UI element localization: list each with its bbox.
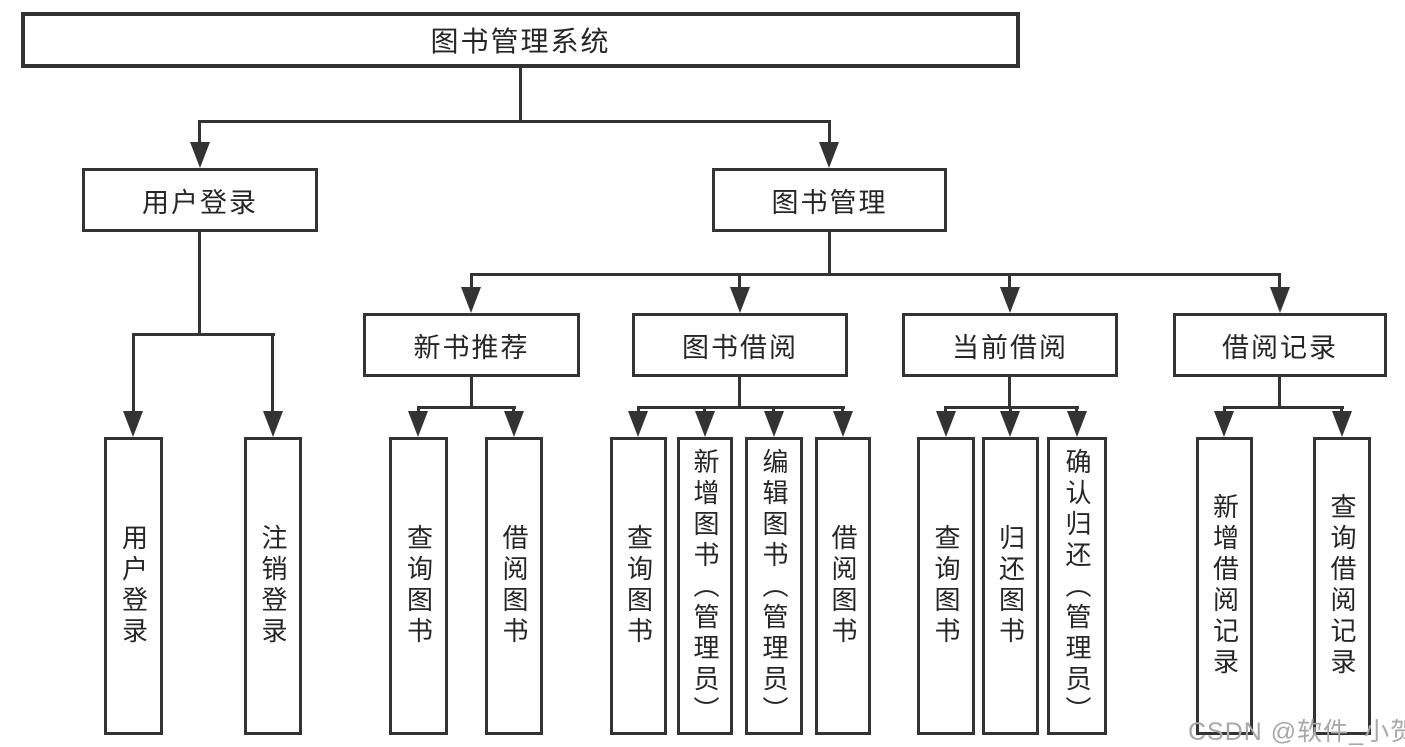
node-user-login: 用户登录 xyxy=(82,168,318,232)
arrow-down-icon xyxy=(1000,287,1020,313)
node-bb-add-books-admin: 新增图书（管理员） xyxy=(677,437,733,735)
arrow-down-icon xyxy=(1332,411,1352,437)
connector-line xyxy=(417,406,516,409)
arrow-down-icon xyxy=(695,411,715,437)
arrow-down-icon xyxy=(819,142,839,168)
arrow-down-icon xyxy=(628,411,648,437)
connector-root-stub xyxy=(519,66,522,123)
node-nb-borrow-books: 借阅图书 xyxy=(485,437,543,735)
arrow-down-icon xyxy=(730,287,750,313)
connector-line xyxy=(703,406,706,415)
connector-line xyxy=(637,406,640,415)
arrow-down-icon xyxy=(833,411,853,437)
connector-line xyxy=(1075,406,1078,415)
node-book-borrowing: 图书借阅 xyxy=(632,313,848,377)
node-bb-query-books: 查询图书 xyxy=(610,437,667,735)
arrow-down-icon xyxy=(504,411,524,437)
connector-line xyxy=(828,120,831,148)
arrow-down-icon xyxy=(263,411,283,437)
node-bb-edit-books-admin: 编辑图书（管理员） xyxy=(745,437,803,735)
connector-line xyxy=(198,120,201,148)
node-cb-query-books: 查询图书 xyxy=(917,437,975,735)
arrow-down-icon xyxy=(461,287,481,313)
connector-root-rail xyxy=(199,120,831,123)
node-new-book-recommendation: 新书推荐 xyxy=(363,313,580,377)
node-bb-borrow-books: 借阅图书 xyxy=(815,437,871,735)
connector-line xyxy=(944,406,947,415)
arrow-down-icon xyxy=(1214,411,1234,437)
connector-user-login-stub xyxy=(198,230,201,336)
connector-line xyxy=(470,273,473,291)
connector-line xyxy=(1223,406,1226,415)
node-user-login-action: 用户登录 xyxy=(104,437,163,735)
node-logout: 注销登录 xyxy=(244,437,302,735)
watermark: CSDN @软件_小贺同学 xyxy=(1188,718,1405,746)
connector-line xyxy=(637,406,845,409)
node-br-add-borrow-record: 新增借阅记录 xyxy=(1196,437,1253,735)
connector-line xyxy=(1340,406,1343,415)
node-book-management: 图书管理 xyxy=(712,168,947,232)
connector-line xyxy=(470,375,473,409)
node-current-borrowing: 当前借阅 xyxy=(902,313,1118,377)
arrow-down-icon xyxy=(190,142,210,168)
connector-line xyxy=(417,406,420,415)
node-nb-query-books: 查询图书 xyxy=(389,437,448,735)
node-library-management-system: 图书管理系统 xyxy=(21,12,1020,68)
connector-line xyxy=(1009,406,1012,415)
connector-line xyxy=(1008,375,1011,409)
connector-user-login-rail xyxy=(132,333,275,336)
node-cb-return-books: 归还图书 xyxy=(982,437,1039,735)
connector-book-mgmt-rail xyxy=(470,273,1281,276)
connector-line xyxy=(1008,273,1011,291)
node-borrowing-records: 借阅记录 xyxy=(1173,313,1387,377)
connector-line xyxy=(1278,273,1281,291)
connector-line xyxy=(1278,375,1281,409)
connector-line xyxy=(738,273,741,291)
connector-line xyxy=(271,333,274,415)
connector-line xyxy=(772,406,775,415)
connector-line xyxy=(841,406,844,415)
arrow-down-icon xyxy=(408,411,428,437)
connector-line xyxy=(132,333,135,415)
connector-line xyxy=(1223,406,1344,409)
arrow-down-icon xyxy=(1067,411,1087,437)
connector-line xyxy=(738,375,741,409)
arrow-down-icon xyxy=(1270,287,1290,313)
node-cb-confirm-return-admin: 确认归还（管理员） xyxy=(1047,437,1107,735)
connector-line xyxy=(512,406,515,415)
arrow-down-icon xyxy=(123,411,143,437)
arrow-down-icon xyxy=(764,411,784,437)
arrow-down-icon xyxy=(936,411,956,437)
node-br-query-borrow-record: 查询借阅记录 xyxy=(1313,437,1371,735)
arrow-down-icon xyxy=(1000,411,1020,437)
connector-book-mgmt-stub xyxy=(828,230,831,276)
